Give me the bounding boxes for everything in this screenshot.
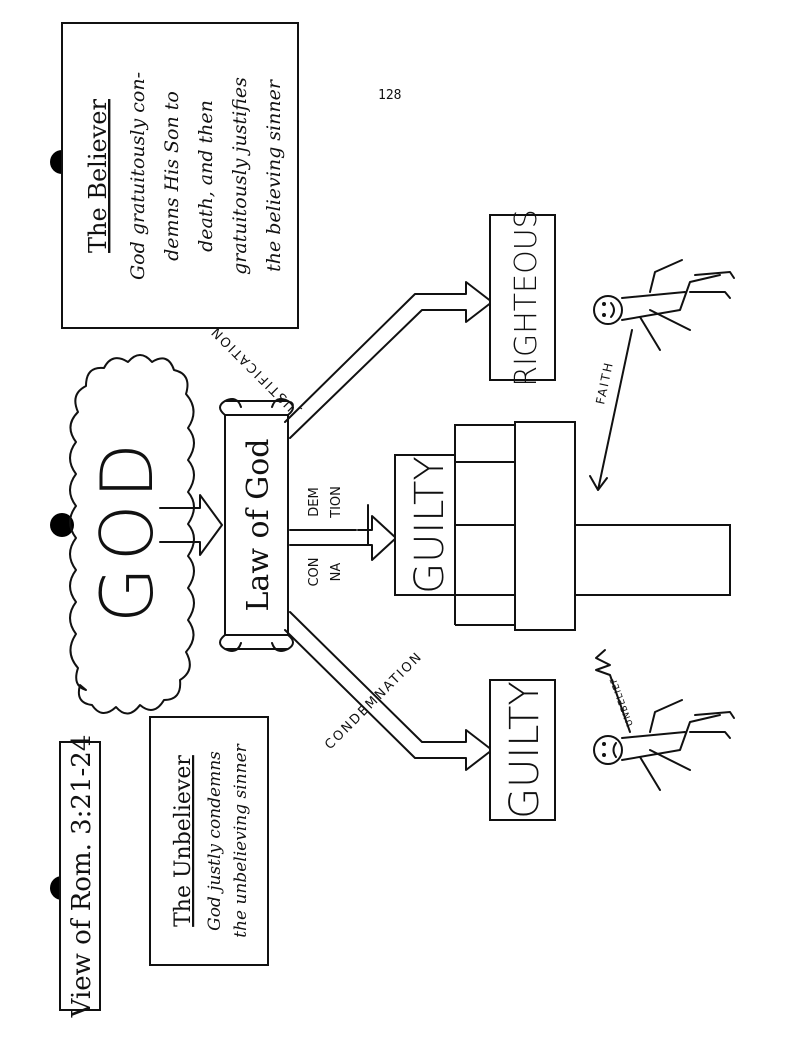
title-text: View of Rom. 3:21-24 — [67, 735, 97, 1019]
justification-road — [284, 293, 461, 439]
binder-hole-middle — [50, 513, 74, 537]
title-box: View of Rom. 3:21-24 — [59, 735, 101, 1019]
believer-figure — [593, 259, 735, 351]
center-word-tion: TION — [329, 486, 344, 519]
believer-line-2: demns His Son to — [161, 91, 183, 261]
arrow-to-righteous — [451, 281, 493, 323]
arrow-to-middle-guilty — [357, 515, 397, 561]
cross-shape — [454, 421, 731, 631]
page-number: 128 — [378, 88, 402, 103]
law-scroll: Law of God — [219, 398, 294, 652]
center-word-con: CON — [307, 557, 322, 586]
unbeliever-line-2: the unbelieving sinner — [231, 743, 251, 937]
believer-box: The Believer God gratuitously con- demns… — [61, 22, 299, 329]
righteous-label: RIGHTEOUS — [509, 209, 544, 386]
faith-arrow — [589, 329, 633, 491]
faith-label: FAITH — [593, 360, 616, 406]
god-label: GOD — [85, 437, 169, 623]
unbelief-label: UNBELIEF — [609, 675, 636, 727]
condemnation-label: CONDEMNATION — [322, 649, 426, 753]
believer-line-5: the believing sinner — [263, 78, 285, 272]
middle-guilty-label: GUILTY — [407, 456, 453, 594]
middle-guilty-box: GUILTY — [394, 454, 461, 596]
righteous-box: RIGHTEOUS — [489, 209, 556, 387]
law-label: Law of God — [241, 439, 276, 612]
unbeliever-line-1: God justly condemns — [205, 751, 225, 931]
unbeliever-box: The Unbeliever God justly condemns the u… — [149, 716, 269, 966]
condemnation-road — [284, 611, 461, 759]
center-word-na: NA — [329, 563, 344, 582]
arrow-to-left-guilty — [451, 729, 493, 771]
left-guilty-box: GUILTY — [489, 679, 556, 821]
believer-line-4: gratuitously justifies — [229, 77, 251, 275]
unbeliever-heading: The Unbeliever — [171, 755, 196, 927]
believer-heading: The Believer — [84, 99, 112, 253]
believer-line-1: God gratuitously con- — [127, 72, 149, 280]
left-guilty-label: GUILTY — [502, 681, 548, 819]
unbeliever-figure: UNBELIEF — [593, 649, 735, 791]
arrow-god-to-law — [159, 494, 223, 556]
center-word-dem: DEM — [307, 487, 322, 516]
god-cloud: GOD — [69, 354, 195, 715]
believer-line-3: death, and then — [195, 100, 217, 252]
